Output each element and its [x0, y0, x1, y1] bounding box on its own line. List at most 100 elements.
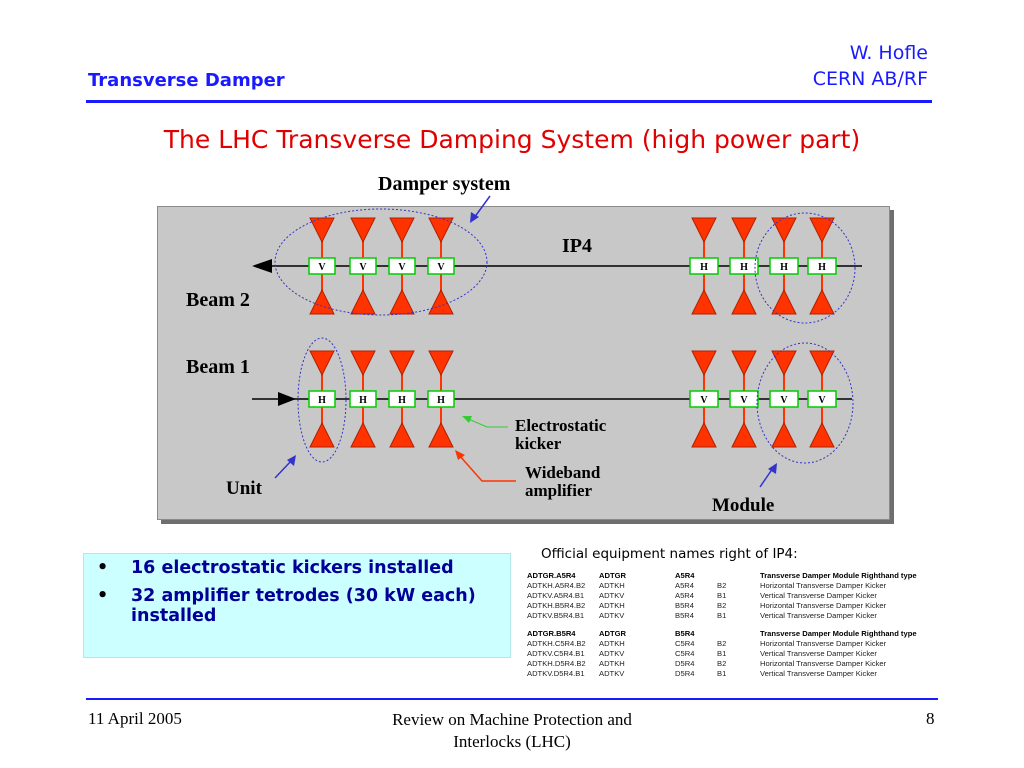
damper-unit: H: [349, 350, 377, 448]
table-cell: B5R4: [675, 629, 695, 638]
damper-unit: V: [729, 350, 759, 448]
amplifier-triangle-top: [389, 217, 415, 244]
amplifier-triangle-bottom: [428, 421, 454, 448]
electrostatic-kicker-box: [807, 390, 837, 408]
table-cell: C5R4: [675, 639, 695, 648]
table-cell: D5R4: [675, 669, 695, 678]
equipment-caption: Official equipment names right of IP4:: [541, 546, 798, 562]
amplifier-triangle-top: [389, 350, 415, 377]
bullet-text: 32 amplifier tetrodes (30 kW each) insta…: [131, 586, 476, 626]
diagram-panel: [157, 206, 890, 520]
amplifier-triangle-top: [771, 217, 797, 244]
damper-system-label: Damper system: [378, 173, 511, 195]
amplifier-triangle-top: [428, 217, 454, 244]
beam1-arrow-head: [278, 392, 296, 406]
annotation-arrows: [274, 195, 777, 488]
module-arrow-head: [768, 463, 777, 474]
kicker-label-line1: Electrostatic: [515, 416, 607, 435]
table-cell: B1: [717, 669, 727, 678]
table-cell: B2: [717, 659, 727, 668]
table-cell: ADTKV: [599, 591, 625, 600]
table-cell: B2: [717, 639, 727, 648]
table-cell: ADTKH: [599, 639, 625, 648]
damper-system-arrow-head: [470, 212, 479, 223]
kicker-plane-label: H: [398, 395, 406, 406]
damper-unit: H: [427, 350, 455, 448]
amplifier-triangle-bottom: [691, 288, 717, 315]
electrostatic-kicker-box: [807, 257, 837, 275]
kicker-plane-label: V: [780, 395, 788, 406]
kicker-leader-line: [465, 417, 508, 428]
electrostatic-kicker-box: [388, 390, 416, 408]
bullet-dot-icon: •: [97, 558, 109, 578]
unit-ellipse: [297, 337, 347, 463]
amplifier-triangle-top: [809, 217, 835, 244]
unit-arrow: [274, 459, 293, 479]
kicker-plane-label: V: [437, 262, 445, 273]
table-cell: ADTKV.D5R4.B1: [527, 669, 585, 678]
damper-unit: V: [427, 217, 455, 315]
author-block: W. Hofle CERN AB/RF: [813, 40, 928, 92]
table-cell: Vertical Transverse Damper Kicker: [760, 649, 877, 658]
amplifier-triangle-bottom: [771, 288, 797, 315]
table-cell: ADTGR: [599, 629, 626, 638]
electrostatic-kicker-box: [427, 390, 455, 408]
kicker-plane-label: H: [818, 262, 826, 273]
bullet-item: •16 electrostatic kickers installed: [84, 558, 510, 578]
bullet-dot-icon: •: [97, 586, 109, 606]
table-cell: ADTKH.A5R4.B2: [527, 581, 586, 590]
module-arrow: [759, 467, 774, 488]
kicker-plane-label: H: [359, 395, 367, 406]
amplifier-triangle-bottom: [389, 288, 415, 315]
bullet-item: • 32 amplifier tetrodes (30 kW each) inst…: [84, 586, 510, 626]
unit-arrow-head: [287, 455, 296, 466]
table-cell: Vertical Transverse Damper Kicker: [760, 611, 877, 620]
electrostatic-kicker-box: [349, 390, 377, 408]
table-cell: B1: [717, 611, 727, 620]
table-cell: ADTGR: [599, 571, 626, 580]
table-cell: B5R4: [675, 601, 694, 610]
amplifier-triangle-top: [309, 350, 335, 377]
amplifier-triangle-bottom: [731, 288, 757, 315]
table-cell: Transverse Damper Module Righthand type: [760, 571, 917, 580]
author-name: W. Hofle: [849, 42, 928, 64]
amplifier-triangle-bottom: [428, 288, 454, 315]
amplifier-triangle-top: [691, 350, 717, 377]
amplifier-triangle-bottom: [309, 421, 335, 448]
table-cell: ADTKV: [599, 611, 625, 620]
kicker-plane-label: H: [318, 395, 326, 406]
kicker-plane-label: H: [740, 262, 748, 273]
amplifier-triangle-bottom: [389, 421, 415, 448]
damper-system-ellipse: [274, 208, 488, 316]
ip4-label: IP4: [562, 235, 592, 257]
table-cell: ADTKV.C5R4.B1: [527, 649, 585, 658]
table-cell: ADTKH.C5R4.B2: [527, 639, 586, 648]
electrostatic-kicker-box: [308, 257, 336, 275]
kicker-plane-label: H: [437, 395, 445, 406]
kicker-label-line2: kicker: [515, 434, 562, 453]
table-cell: Transverse Damper Module Righthand type: [760, 629, 917, 638]
electrostatic-kicker-box: [689, 390, 719, 408]
amp-label-line2: amplifier: [525, 481, 593, 500]
footer-title: Review on Machine Protection and Interlo…: [392, 710, 632, 751]
table-cell: ADTKV.B5R4.B1: [527, 611, 585, 620]
damper-unit: V: [388, 217, 416, 315]
kicker-plane-label: V: [318, 262, 326, 273]
slide-topic: Transverse Damper: [88, 70, 285, 91]
unit-label: Unit: [226, 478, 262, 499]
table-cell: B5R4: [675, 611, 694, 620]
damper-unit: V: [349, 217, 377, 315]
electrostatic-kicker-box: [769, 390, 799, 408]
damper-unit: H: [729, 217, 759, 315]
amplifier-triangle-top: [731, 350, 757, 377]
amplifier-triangle-bottom: [771, 421, 797, 448]
